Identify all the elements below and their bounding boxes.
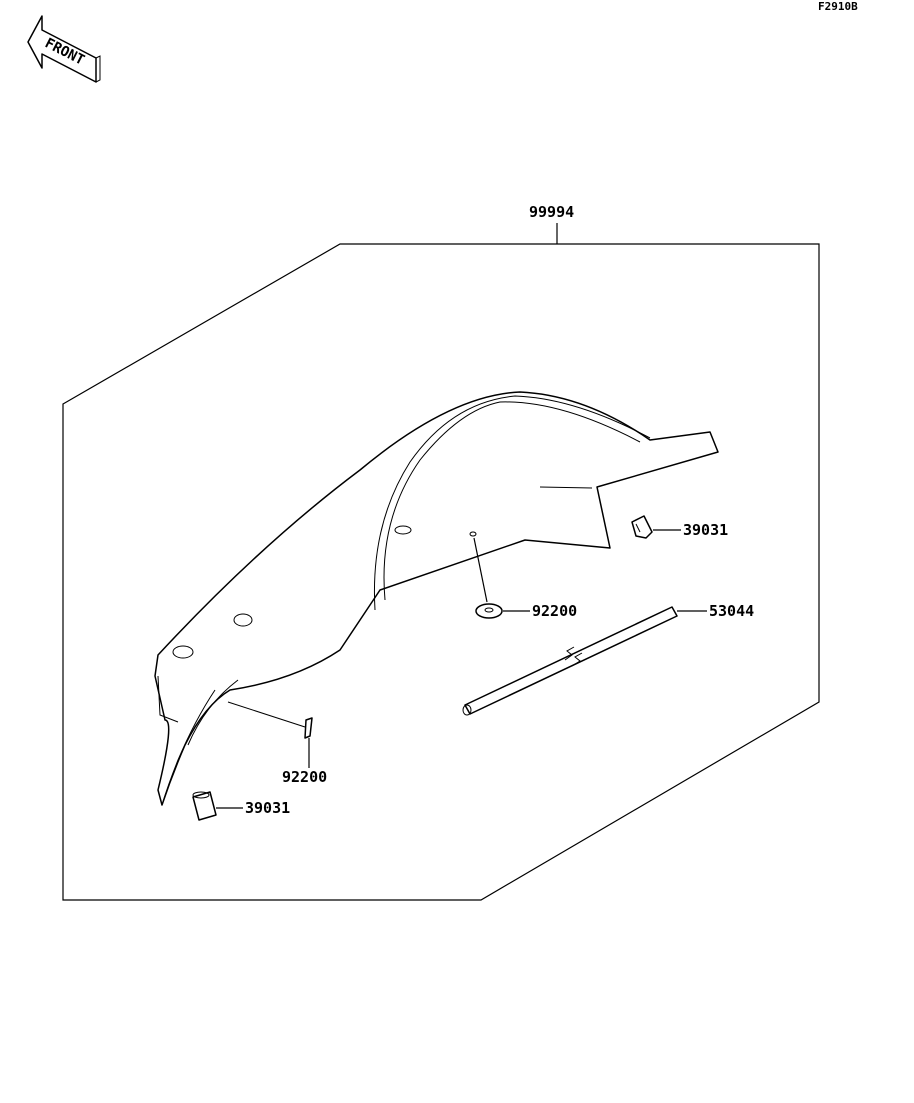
grommet-leader [473, 537, 488, 603]
front-arrow-icon: FRONT [27, 15, 101, 83]
callout-39031-lower: 39031 [245, 799, 290, 817]
callout-39031-right: 39031 [683, 521, 728, 539]
callout-92200-center: 92200 [532, 602, 577, 620]
clip-right [631, 515, 653, 539]
grommet-hole [469, 531, 477, 537]
figure-code: F2910B [818, 0, 858, 13]
kit-boundary [62, 243, 820, 901]
seat-cowl [154, 391, 719, 806]
callout-99994: 99994 [529, 203, 574, 221]
callout-53044: 53044 [709, 602, 754, 620]
callout-92200-lower: 92200 [282, 768, 327, 786]
clip-lower [192, 791, 217, 821]
rod [462, 606, 678, 716]
pin-guide-line [227, 701, 306, 728]
grommet-pin [304, 717, 313, 739]
grommet-washer [475, 603, 503, 619]
